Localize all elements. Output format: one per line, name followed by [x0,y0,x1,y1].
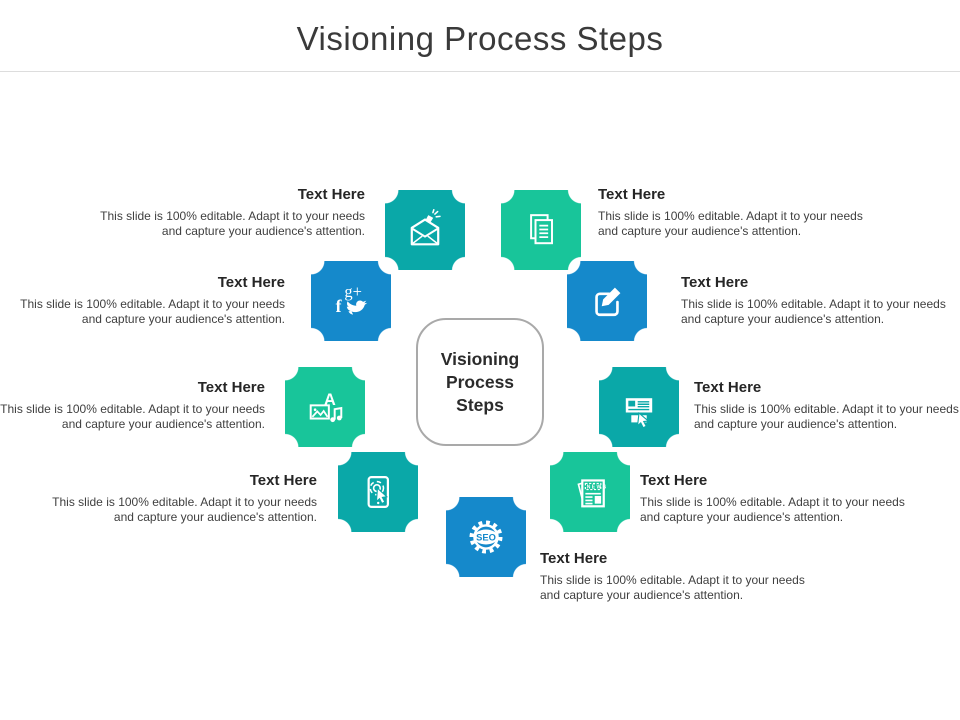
multimedia-icon: A [309,391,343,423]
svg-text:g+: g+ [344,282,362,301]
title-divider [0,71,960,72]
edit-pencil-icon [595,287,621,317]
badge-documents [501,190,581,270]
editable-note: This slide is 100% editable. Adapt it to… [598,209,863,238]
editable-note: This slide is 100% editable. Adapt it to… [540,573,805,602]
badge-web-ad [599,367,679,447]
documents-icon [530,214,553,245]
text-here-heading: Text Here [297,186,365,203]
text-here-heading: Text Here [640,472,708,489]
editable-note: This slide is 100% editable. Adapt it to… [20,297,285,326]
editable-note: This slide is 100% editable. Adapt it to… [52,495,317,524]
text-block-edit-content: Text Here This slide is 100% editable. A… [681,275,946,326]
seo-gear-icon: SEO [469,520,503,554]
social-media-icon: f g+ [336,282,368,316]
text-here-heading: Text Here [681,274,749,291]
editable-note: This slide is 100% editable. Adapt it to… [694,402,959,431]
web-ad-cursor-icon [625,398,653,429]
badge-email-marketing [385,190,465,270]
editable-note: This slide is 100% editable. Adapt it to… [100,209,365,238]
text-here-heading: Text Here [540,550,608,567]
center-title: Visioning Process Steps [440,348,520,415]
svg-text:A: A [324,391,336,409]
badge-multimedia: A [285,367,365,447]
email-marketing-icon [410,208,441,246]
tablet-touch-icon [367,476,389,508]
text-block-tablet-touch: Text Here This slide is 100% editable. A… [52,473,317,524]
text-here-heading: Text Here [694,379,762,396]
svg-text:f: f [336,296,343,316]
text-block-news: Text Here This slide is 100% editable. A… [640,473,905,524]
svg-text:SEO: SEO [476,532,496,542]
text-block-email-marketing: Text Here This slide is 100% editable. A… [100,187,365,238]
text-block-social-media: Text Here This slide is 100% editable. A… [20,275,285,326]
newspaper-icon: NEWS [577,479,608,508]
text-here-heading: Text Here [197,379,265,396]
editable-note: This slide is 100% editable. Adapt it to… [681,297,946,326]
text-here-heading: Text Here [217,274,285,291]
editable-note: This slide is 100% editable. Adapt it to… [640,495,905,524]
text-block-seo: Text Here This slide is 100% editable. A… [540,551,805,602]
editable-note: This slide is 100% editable. Adapt it to… [0,402,265,431]
svg-text:NEWS: NEWS [587,485,608,491]
badge-news: NEWS [550,452,630,532]
badge-edit-content [567,261,647,341]
badge-tablet-touch [338,452,418,532]
text-block-multimedia: Text Here This slide is 100% editable. A… [0,380,265,431]
badge-seo: SEO [446,497,526,577]
badge-social-media: f g+ [311,261,391,341]
page-title: Visioning Process Steps [296,20,664,57]
center-title-box: Visioning Process Steps [416,318,544,446]
text-here-heading: Text Here [249,472,317,489]
text-here-heading: Text Here [598,186,666,203]
text-block-web-ad: Text Here This slide is 100% editable. A… [694,380,959,431]
text-block-documents: Text Here This slide is 100% editable. A… [598,187,863,238]
